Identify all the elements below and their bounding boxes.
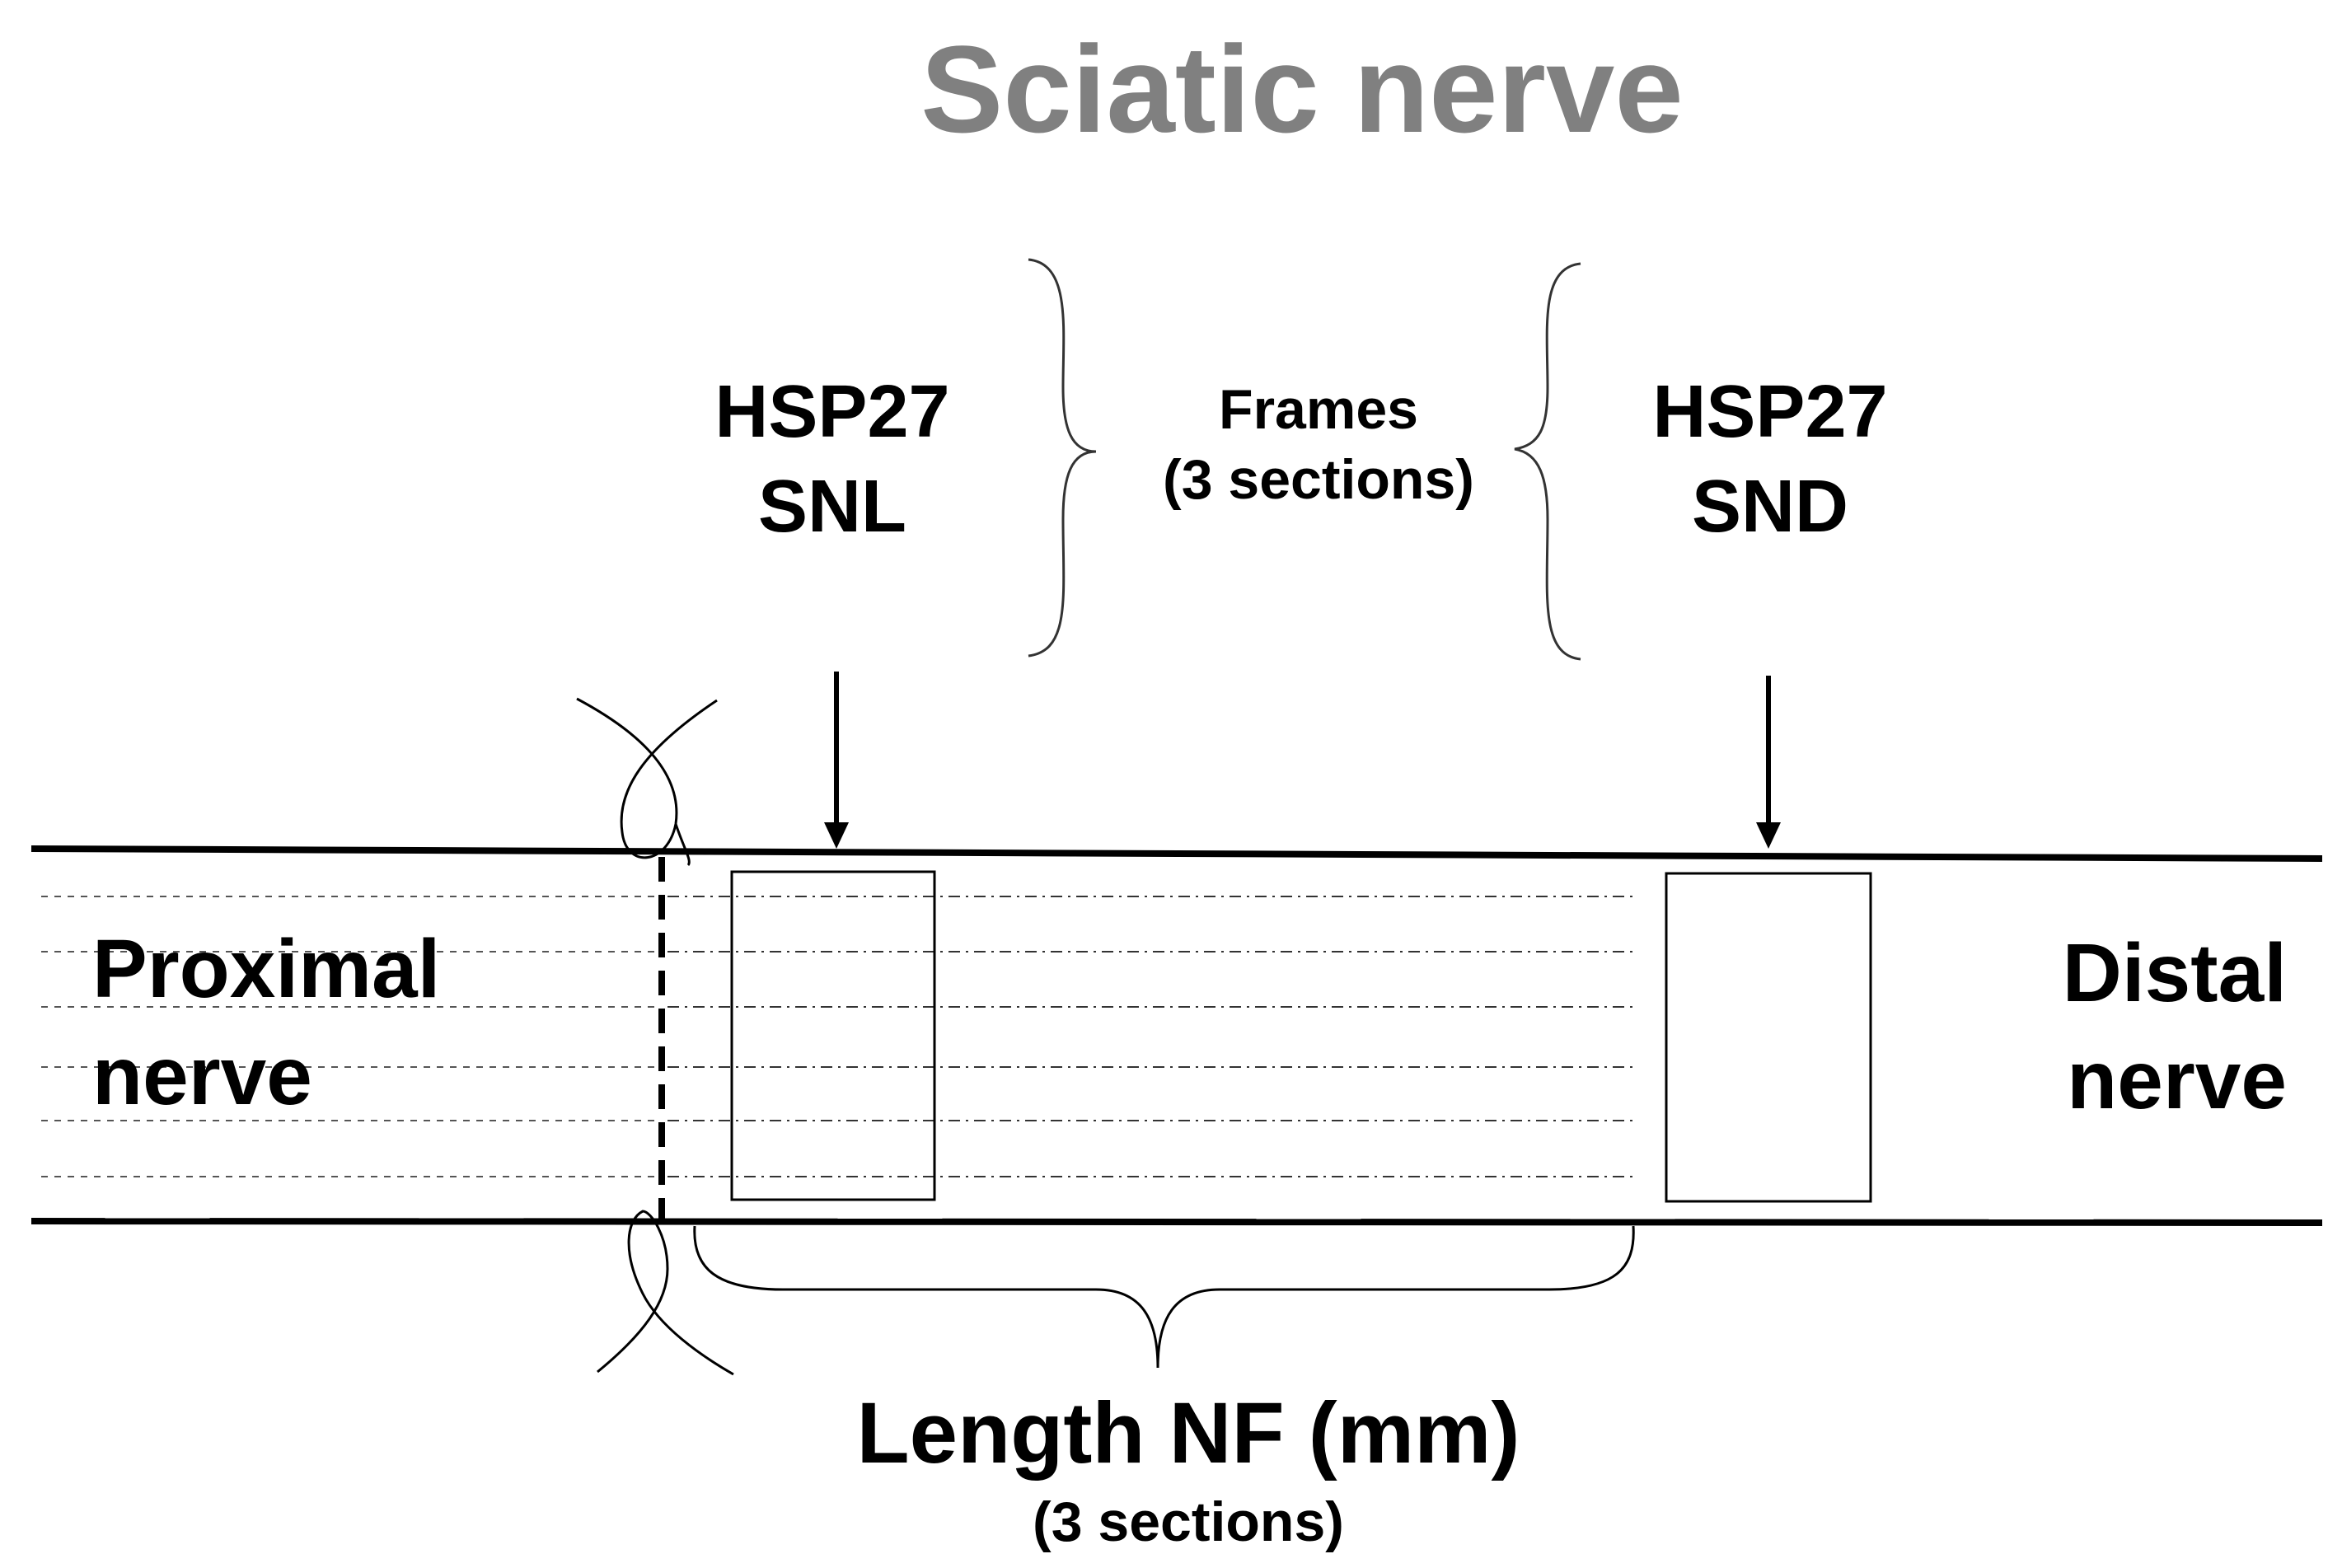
nerve-bottom-edge — [30, 1218, 2323, 1226]
frames-label-line2: (3 sections) — [1163, 448, 1474, 511]
regenerating-fibers — [667, 896, 1636, 1177]
hsp27-snl-label-line1: HSP27 — [714, 371, 949, 453]
hsp27-snd-label-line1: HSP27 — [1652, 371, 1887, 453]
length-nf-label: Length NF (mm) — [857, 1385, 1520, 1481]
hsp27-snl-label-line2: SNL — [758, 466, 906, 548]
suture-top-icon — [576, 697, 718, 859]
proximal-nerve-label-line1: Proximal — [92, 923, 440, 1015]
suture-bottom-icon — [597, 1210, 734, 1376]
brace-left-frames — [1028, 258, 1097, 658]
hsp27-snd-label-line2: SND — [1692, 466, 1848, 548]
snl-frame — [730, 870, 936, 1201]
nerve-top-edge — [30, 845, 2323, 862]
diagram-title: Sciatic nerve — [920, 20, 1684, 158]
brace-right-frames — [1514, 262, 1581, 661]
length-nf-sections-label: (3 sections) — [1033, 1491, 1344, 1553]
arrow-to-snl-frame — [824, 672, 849, 849]
distal-nerve-label-line2: nerve — [2067, 1034, 2287, 1126]
brace-length-nf — [693, 1225, 1635, 1369]
distal-nerve-label-line1: Distal — [2063, 927, 2287, 1019]
arrow-to-snd-frame — [1756, 676, 1781, 849]
snd-frame — [1665, 872, 1872, 1203]
proximal-nerve-label-line2: nerve — [92, 1030, 312, 1122]
frames-label-line1: Frames — [1219, 378, 1418, 441]
proximal-fibers — [41, 896, 659, 1177]
